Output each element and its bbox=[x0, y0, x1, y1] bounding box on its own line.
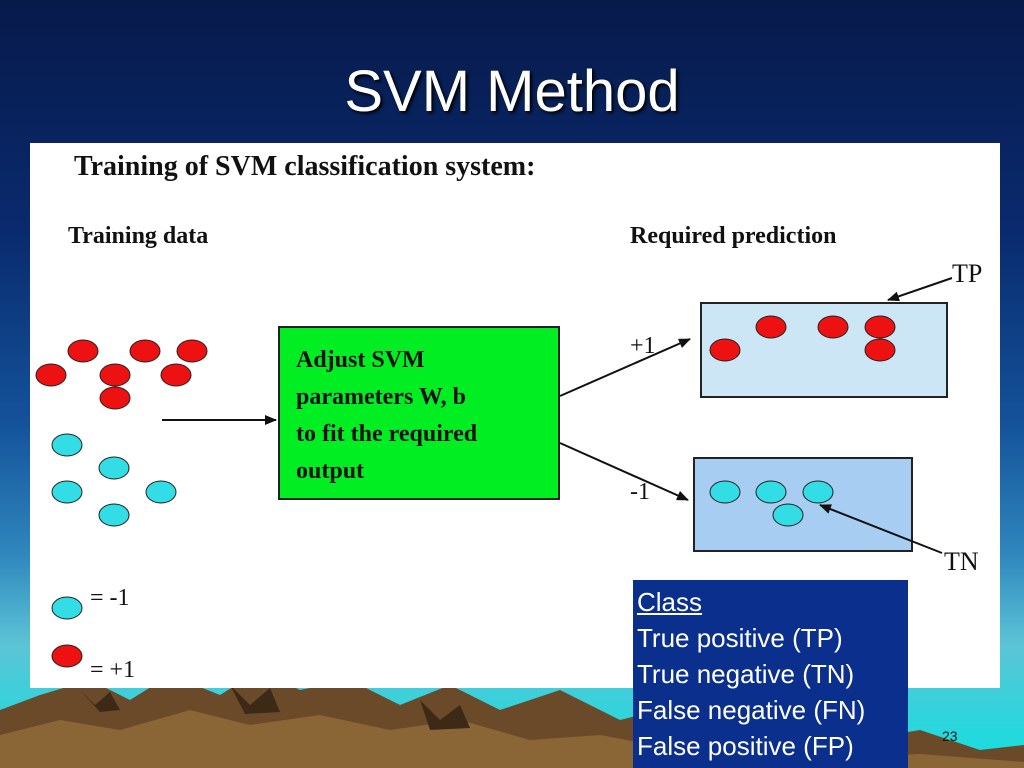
tn-label: TN bbox=[944, 547, 979, 576]
tn-arrow bbox=[819, 504, 943, 554]
legend-negative-point bbox=[51, 596, 83, 620]
legend-positive-label: = +1 bbox=[90, 657, 136, 683]
positive-output-label: +1 bbox=[630, 333, 656, 359]
training-positive-point bbox=[160, 363, 192, 387]
training-positive-point bbox=[67, 339, 99, 363]
tp-arrow bbox=[887, 277, 953, 302]
training-negative-point bbox=[51, 433, 83, 457]
training-data-label: Training data bbox=[68, 223, 209, 249]
diagram-overlay bbox=[35, 277, 953, 668]
diagram-panel: Training of SVM classification system: T… bbox=[30, 143, 1000, 688]
class-table-row: False negative (FN) bbox=[637, 695, 866, 725]
legend-negative-label: = -1 bbox=[90, 585, 130, 611]
class-table: Class True positive (TP) True negative (… bbox=[633, 580, 908, 768]
required-prediction-label: Required prediction bbox=[630, 223, 837, 249]
svm-box-line: parameters W, b bbox=[296, 384, 466, 410]
page-number: 23 bbox=[942, 728, 958, 744]
predicted-positive-point bbox=[864, 338, 896, 362]
predicted-negative-point bbox=[755, 480, 787, 504]
training-positive-point bbox=[129, 339, 161, 363]
positive-output-arrow bbox=[559, 338, 691, 397]
negative-output-label: -1 bbox=[630, 479, 650, 505]
predicted-positive-point bbox=[755, 315, 787, 339]
svm-adjust-box: Adjust SVM parameters W, b to fit the re… bbox=[278, 326, 560, 500]
training-positive-point bbox=[176, 339, 208, 363]
predicted-negative-point bbox=[802, 480, 834, 504]
predicted-positive-point bbox=[817, 315, 849, 339]
slide-title: SVM Method bbox=[344, 59, 680, 124]
training-positive-point bbox=[99, 386, 131, 410]
predicted-negative-point bbox=[772, 503, 804, 527]
negative-prediction-box bbox=[693, 457, 913, 552]
diagram-title: Training of SVM classification system: bbox=[74, 151, 536, 182]
class-table-row: False positive (FP) bbox=[637, 731, 854, 761]
training-positive-point bbox=[99, 363, 131, 387]
class-table-row: True positive (TP) bbox=[637, 623, 843, 653]
negative-output-arrow bbox=[559, 442, 689, 501]
predicted-negative-point bbox=[709, 480, 741, 504]
predicted-positive-point bbox=[709, 338, 741, 362]
class-table-header: Class bbox=[637, 587, 703, 617]
training-negative-point bbox=[51, 480, 83, 504]
svm-box-line: to fit the required bbox=[296, 421, 478, 447]
predicted-positive-point bbox=[864, 315, 896, 339]
svm-box-line: output bbox=[296, 458, 365, 484]
training-negative-point bbox=[145, 480, 177, 504]
training-negative-point bbox=[98, 503, 130, 527]
svm-box-line: Adjust SVM bbox=[296, 347, 425, 373]
training-negative-point bbox=[98, 456, 130, 480]
class-table-row: True negative (TN) bbox=[637, 659, 855, 689]
tp-label: TP bbox=[952, 259, 983, 288]
training-positive-point bbox=[35, 363, 67, 387]
legend-positive-point bbox=[51, 644, 83, 668]
